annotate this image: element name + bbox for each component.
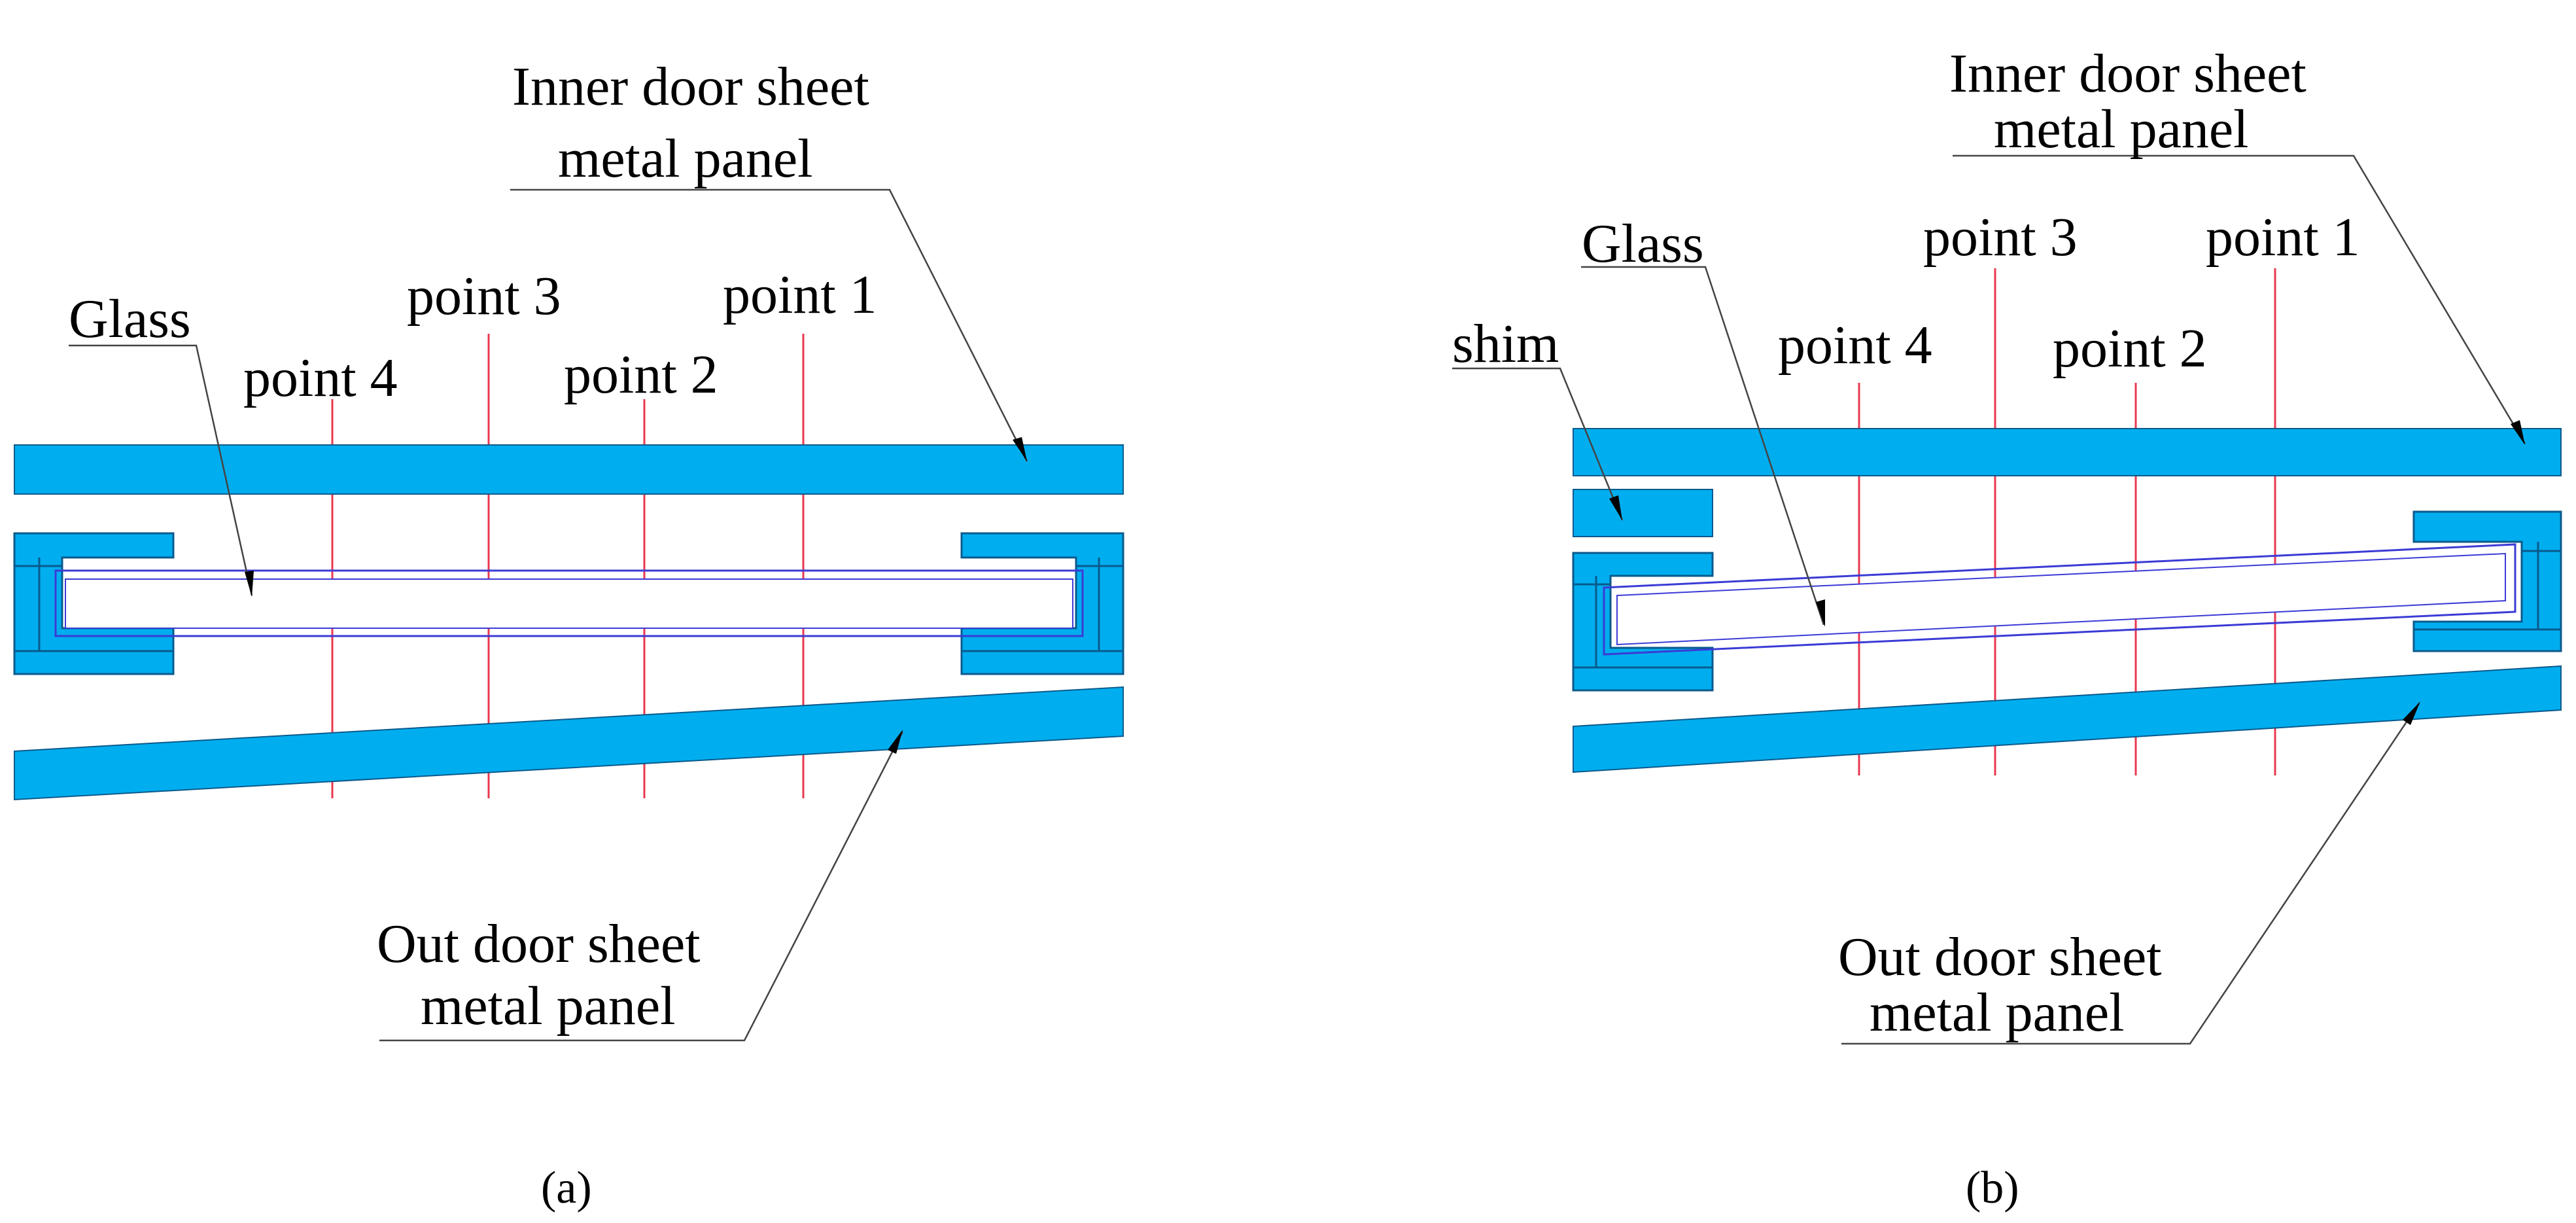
outer-panel-label-a-line1: Out door sheet — [377, 913, 701, 974]
inner-panel-arrow-b — [2511, 420, 2525, 445]
panel-b: Inner door sheet metal panel Glass shim … — [1452, 43, 2562, 1213]
point-4-label-a: point 4 — [243, 347, 398, 408]
inner-panel-label-b-line1: Inner door sheet — [1949, 43, 2306, 104]
right-channel-a — [960, 532, 1124, 675]
inner-panel-leader-a — [510, 188, 1028, 462]
inner-panel-arrow-a — [1013, 437, 1027, 461]
shim-leader-b — [1452, 367, 1624, 521]
glass-leader-b — [1581, 266, 1825, 626]
point-3-label-b: point 3 — [1923, 207, 2078, 268]
outer-door-panel-b — [1573, 665, 2562, 773]
glass-label-b: Glass — [1582, 213, 1704, 274]
outer-panel-leader-a — [379, 731, 904, 1042]
glass-label-a: Glass — [69, 289, 191, 349]
point-1-label-b: point 1 — [2206, 207, 2360, 268]
shim-b — [1573, 489, 1713, 537]
glass-arrow-b — [1816, 599, 1825, 627]
glass-leader-a — [69, 344, 253, 596]
point-2-label-a: point 2 — [564, 344, 718, 405]
inner-door-panel-b — [1573, 428, 2562, 476]
caption-a: (a) — [541, 1163, 592, 1213]
inner-door-panel-a — [14, 444, 1124, 495]
point-1-label-a: point 1 — [723, 264, 877, 325]
glass-inner-a — [65, 578, 1073, 629]
caption-b: (b) — [1966, 1163, 2019, 1213]
glass-outer-a — [54, 569, 1084, 637]
shim-arrow-b — [1609, 495, 1622, 520]
left-channel-a — [13, 532, 175, 675]
outer-panel-arrow-b — [2403, 701, 2420, 725]
panel-a: Inner door sheet metal panel Glass point… — [13, 56, 1124, 1213]
point-2-label-b: point 2 — [2053, 318, 2207, 379]
inner-panel-leader-b — [1953, 154, 2526, 444]
outer-panel-leader-b — [1841, 703, 2420, 1045]
glass-outer-b — [1603, 543, 2516, 656]
point-4-label-b: point 4 — [1778, 315, 1932, 376]
outer-panel-label-b-line1: Out door sheet — [1838, 927, 2162, 987]
point-3-label-a: point 3 — [407, 266, 561, 327]
glass-arrow-a — [245, 571, 254, 597]
right-channel-b — [2412, 510, 2562, 652]
outer-door-panel-a — [14, 686, 1124, 801]
inner-panel-label-b-line2: metal panel — [1994, 99, 2248, 160]
shim-label-b: shim — [1452, 313, 1559, 374]
inner-panel-label-a-line2: metal panel — [558, 128, 812, 189]
outer-panel-arrow-a — [888, 730, 903, 754]
outer-panel-label-a-line2: metal panel — [421, 976, 675, 1037]
inner-panel-label-a-line1: Inner door sheet — [512, 56, 869, 117]
glass-inner-b — [1616, 552, 2506, 646]
outer-panel-label-b-line2: metal panel — [1870, 982, 2124, 1043]
